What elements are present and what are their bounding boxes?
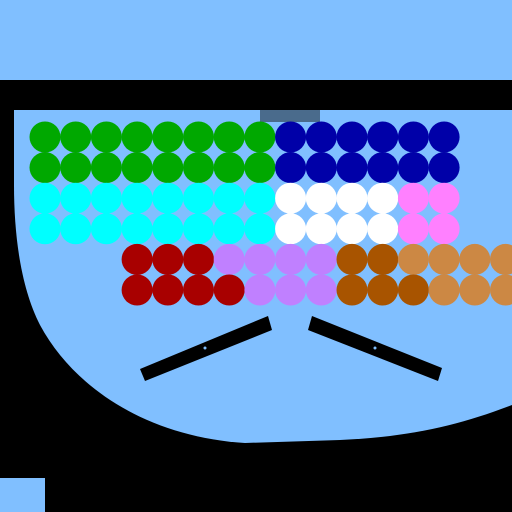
ball — [459, 274, 491, 306]
ball — [121, 274, 153, 306]
ball — [90, 213, 122, 245]
ball — [336, 182, 368, 214]
ball — [60, 152, 92, 184]
ball — [275, 243, 307, 275]
ball — [90, 182, 122, 214]
ball — [213, 121, 245, 153]
ball — [305, 121, 337, 153]
ball — [213, 274, 245, 306]
ball — [213, 152, 245, 184]
ball — [152, 243, 184, 275]
ball — [183, 213, 214, 245]
ball — [336, 213, 368, 245]
ball — [305, 243, 337, 275]
ball — [90, 152, 122, 184]
launch-slot — [260, 110, 320, 122]
ball — [305, 182, 337, 214]
ball — [397, 274, 429, 306]
ball — [275, 121, 307, 153]
ball — [428, 121, 460, 153]
ball — [121, 213, 153, 245]
ball — [244, 121, 276, 153]
ball — [29, 213, 61, 245]
ball — [305, 213, 337, 245]
ball — [367, 182, 399, 214]
ball — [336, 274, 368, 306]
ball — [183, 274, 214, 306]
ball — [397, 121, 429, 153]
ball — [152, 274, 184, 306]
left-flipper-pivot — [203, 346, 207, 350]
ball — [459, 243, 491, 275]
ball — [29, 182, 61, 214]
ball — [490, 243, 512, 275]
right-flipper-pivot — [373, 346, 377, 350]
ball — [397, 182, 429, 214]
ball — [29, 152, 61, 184]
ball — [60, 213, 92, 245]
ball — [428, 243, 460, 275]
ball — [397, 243, 429, 275]
ball — [152, 213, 184, 245]
ball — [183, 121, 214, 153]
ball — [397, 152, 429, 184]
ball — [336, 243, 368, 275]
ball — [367, 121, 399, 153]
ball — [213, 182, 245, 214]
ball — [244, 213, 276, 245]
ball — [121, 152, 153, 184]
ball — [121, 182, 153, 214]
ball — [183, 152, 214, 184]
bottom-left-block — [0, 478, 45, 512]
ball — [428, 152, 460, 184]
ball — [244, 152, 276, 184]
ball — [29, 121, 61, 153]
ball — [152, 121, 184, 153]
ball — [305, 274, 337, 306]
sky-band — [0, 0, 512, 80]
ball — [367, 152, 399, 184]
ball — [275, 182, 307, 214]
ball — [367, 213, 399, 245]
ball — [275, 274, 307, 306]
ball — [397, 213, 429, 245]
ball — [275, 152, 307, 184]
ball-grid — [29, 121, 512, 306]
ball — [152, 152, 184, 184]
ball — [90, 121, 122, 153]
ball — [428, 274, 460, 306]
ball — [152, 182, 184, 214]
ball — [121, 243, 153, 275]
ball — [244, 274, 276, 306]
ball — [428, 182, 460, 214]
ball — [490, 274, 512, 306]
ball — [244, 182, 276, 214]
ball — [183, 243, 214, 275]
ball — [275, 213, 307, 245]
ball — [336, 121, 368, 153]
ball — [213, 213, 245, 245]
ball — [367, 274, 399, 306]
ball — [183, 182, 214, 214]
ball — [121, 121, 153, 153]
ball — [60, 121, 92, 153]
ball — [336, 152, 368, 184]
ball — [244, 243, 276, 275]
ball — [60, 182, 92, 214]
ball — [213, 243, 245, 275]
ball — [305, 152, 337, 184]
ball — [367, 243, 399, 275]
ball — [428, 213, 460, 245]
